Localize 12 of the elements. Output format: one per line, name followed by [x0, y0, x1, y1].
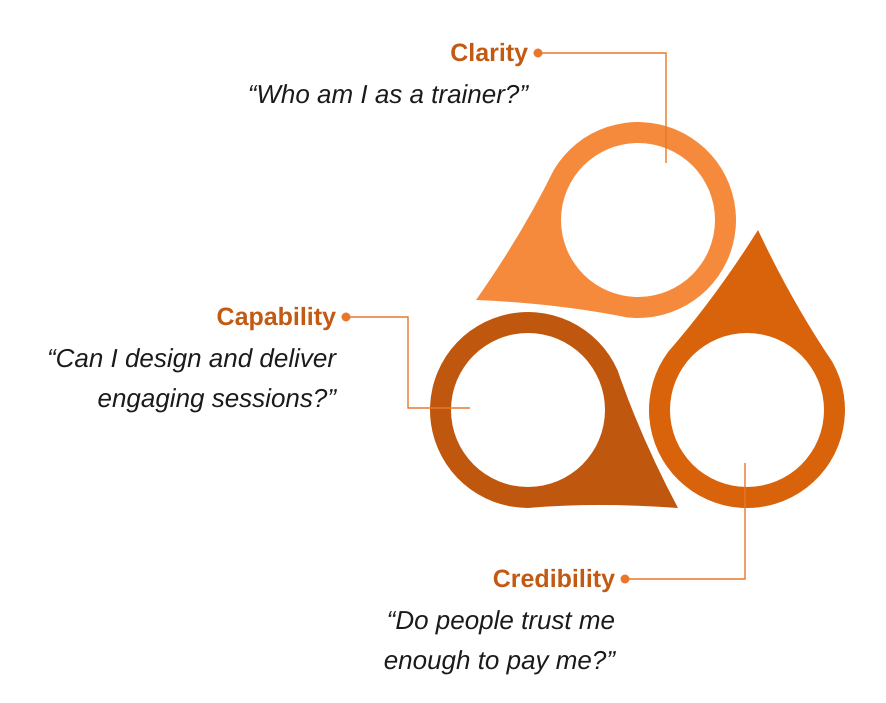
leader-line: [534, 48, 667, 163]
heading: Capability: [216, 302, 336, 332]
leader-line: [342, 312, 470, 409]
heading: Clarity: [450, 38, 528, 68]
leader-line: [620, 463, 746, 584]
quote-text: “Who am I as a trainer?”: [248, 78, 528, 111]
quote-text: “Can I design and deliver engaging sessions?”: [46, 342, 336, 415]
heading: Credibility: [492, 564, 615, 594]
teardrop-ring: [476, 122, 736, 318]
teardrop-ring: [430, 312, 678, 508]
quote-text: “Do people trust me enough to pay me?”: [382, 604, 615, 677]
teardrop-ring: [649, 230, 845, 508]
